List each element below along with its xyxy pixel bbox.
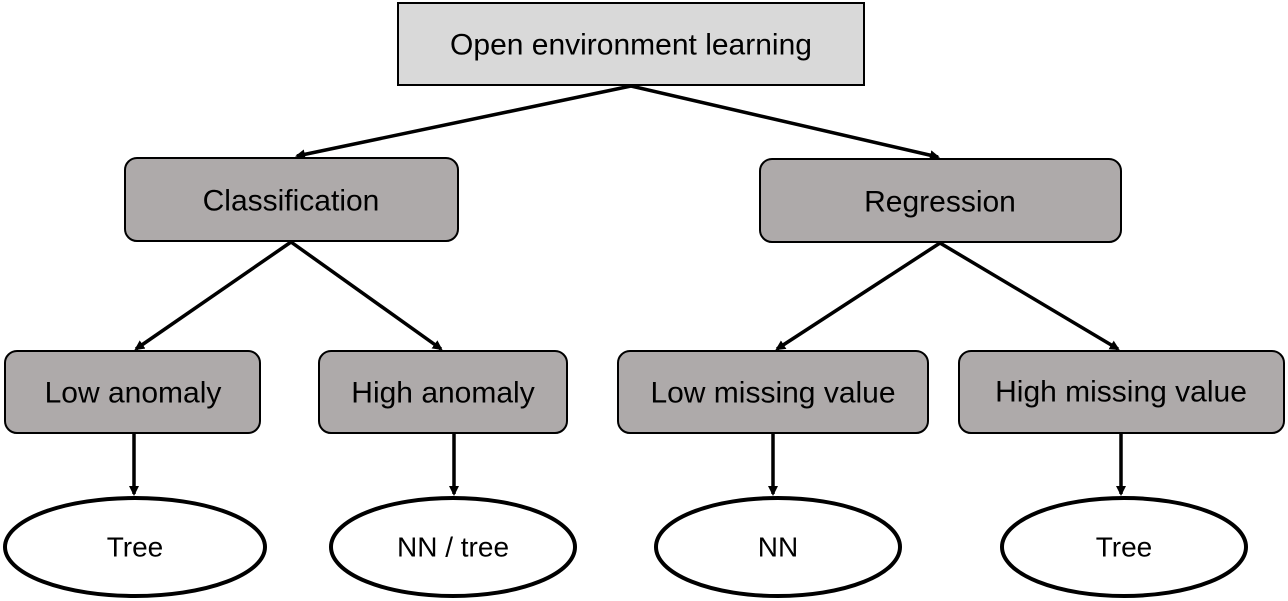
- edges: [129, 84, 1126, 496]
- low-anomaly-node: Low anomaly: [4, 350, 261, 434]
- leaf-tree-1-shape: [3, 496, 267, 598]
- classification-node: Classification: [124, 157, 459, 242]
- high-anomaly-node-box: [318, 350, 568, 434]
- low-anomaly-node-label: Low anomaly: [45, 377, 222, 410]
- classification-node-box: [124, 157, 459, 242]
- leaf-tree-2-shape: [1000, 496, 1248, 598]
- edge-regression-to-high-missing-value: [939, 241, 1120, 351]
- edge-classification-to-high-anomaly: [289, 240, 443, 351]
- leaf-nn: NN: [654, 496, 902, 598]
- root-node: Open environment learning: [397, 2, 865, 86]
- leaf-nn-shape: [654, 496, 902, 598]
- root-node-box: [397, 2, 865, 86]
- leaf-nn-tree-label: NN / tree: [397, 532, 509, 563]
- low-missing-value-node-label: Low missing value: [650, 377, 895, 410]
- edge-root-to-classification: [295, 84, 632, 160]
- leaf-tree-2: Tree: [1000, 496, 1248, 598]
- leaf-nn-tree: NN / tree: [329, 496, 577, 598]
- regression-node: Regression: [759, 158, 1122, 243]
- leaf-nn-tree-shape: [329, 496, 577, 598]
- leaf-tree-1-label: Tree: [107, 532, 164, 563]
- low-missing-value-node-box: [617, 350, 929, 434]
- edge-classification-to-low-anomaly: [134, 240, 292, 351]
- high-missing-value-node-label: High missing value: [995, 376, 1247, 409]
- edge-regression-to-low-missing-value: [775, 241, 941, 351]
- classification-node-label: Classification: [203, 185, 380, 218]
- leaf-nn-label: NN: [758, 532, 798, 563]
- root-node-label: Open environment learning: [450, 29, 812, 62]
- leaf-tree-2-label: Tree: [1096, 532, 1153, 563]
- low-missing-value-node: Low missing value: [617, 350, 929, 434]
- regression-node-box: [759, 158, 1122, 243]
- leaf-tree-1: Tree: [3, 496, 267, 598]
- low-anomaly-node-box: [4, 350, 261, 434]
- high-missing-value-node: High missing value: [958, 350, 1285, 434]
- high-missing-value-node-box: [958, 350, 1285, 434]
- high-anomaly-node-label: High anomaly: [351, 377, 534, 410]
- edge-root-to-regression: [630, 84, 940, 161]
- regression-node-label: Regression: [864, 186, 1016, 219]
- high-anomaly-node: High anomaly: [318, 350, 568, 434]
